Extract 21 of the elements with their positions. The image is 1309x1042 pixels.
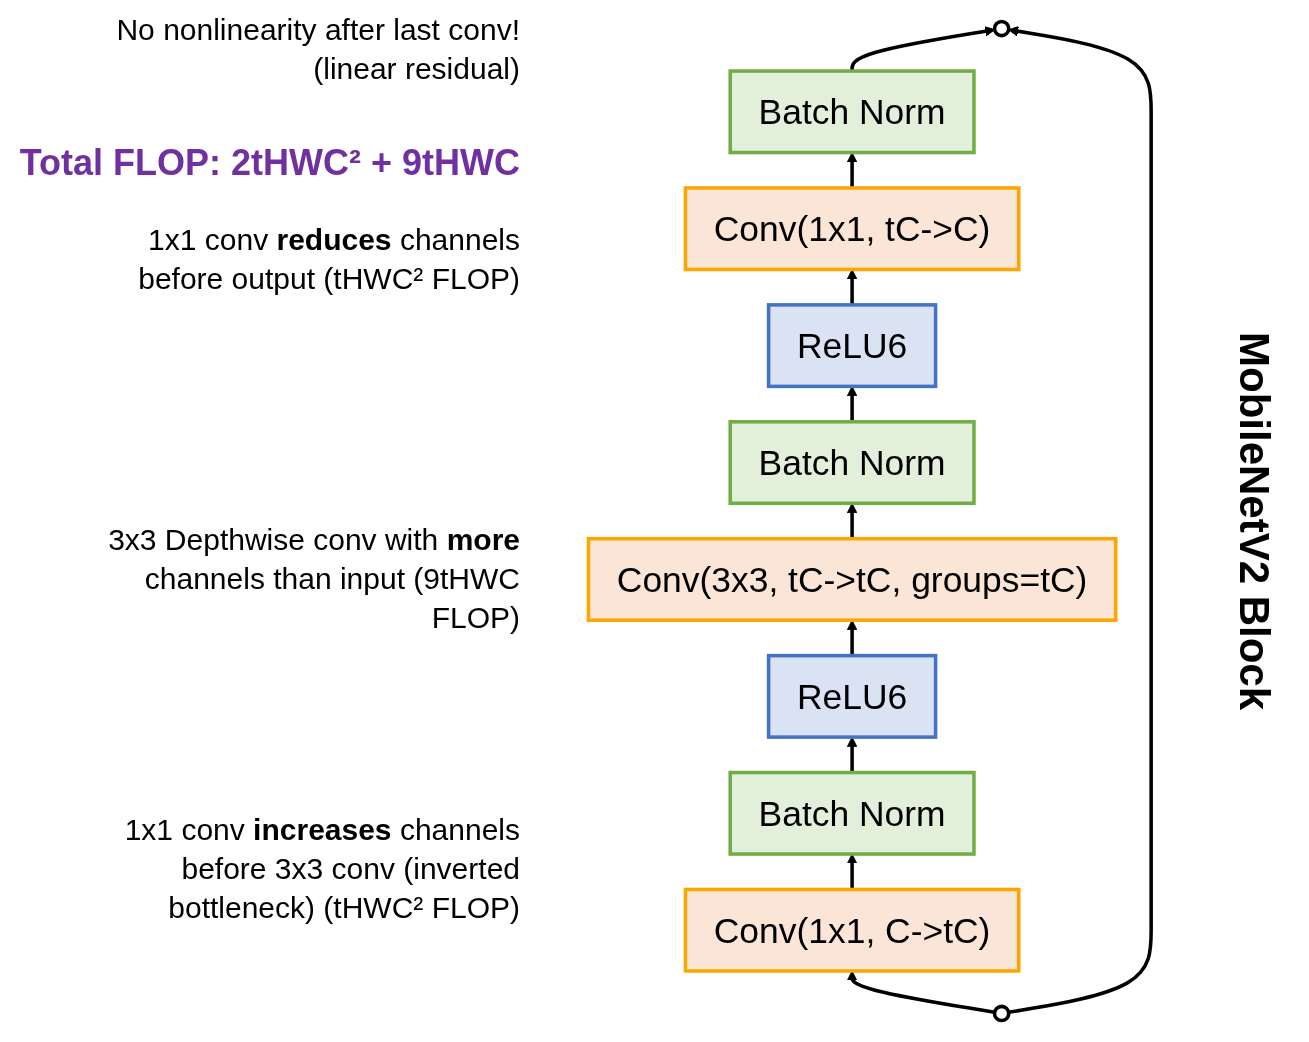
node-box: Conv(3x3, tC->tC, groups=tC) [586,536,1118,622]
node-box: Batch Norm [728,420,976,506]
node-circle [992,1004,1011,1023]
arrow [846,970,995,1015]
flop-total-note: Total FLOP: 2tHWC² + 9tHWC [18,141,520,185]
node-box: ReLU6 [766,303,938,389]
node-box: Batch Norm [728,69,976,155]
annotation-text: 3x3 Depthwise conv with more channels than input (9tHWC FLOP) [107,522,520,636]
block-title: MobileNetV2 Block [1230,331,1278,711]
arrow [846,152,857,188]
annotation-text: No nonlinearity after last conv! (linear residual) [115,12,520,87]
node-box: Conv(1x1, C->tC) [683,887,1021,973]
node-box: ReLU6 [766,653,938,739]
annotation-text: 1x1 conv increases channels before 3x3 conv (inverted bottleneck) (tHWC² FLOP) [123,812,520,926]
annotation-text: 1x1 conv reduces channels before output (tHWC² FLOP) [137,222,520,297]
arrow [850,26,995,72]
node-box: Conv(1x1, tC->C) [683,186,1021,272]
node-box: Batch Norm [728,770,976,856]
arrow [1007,26,1153,1015]
node-circle [992,19,1011,38]
arrow [846,269,857,305]
